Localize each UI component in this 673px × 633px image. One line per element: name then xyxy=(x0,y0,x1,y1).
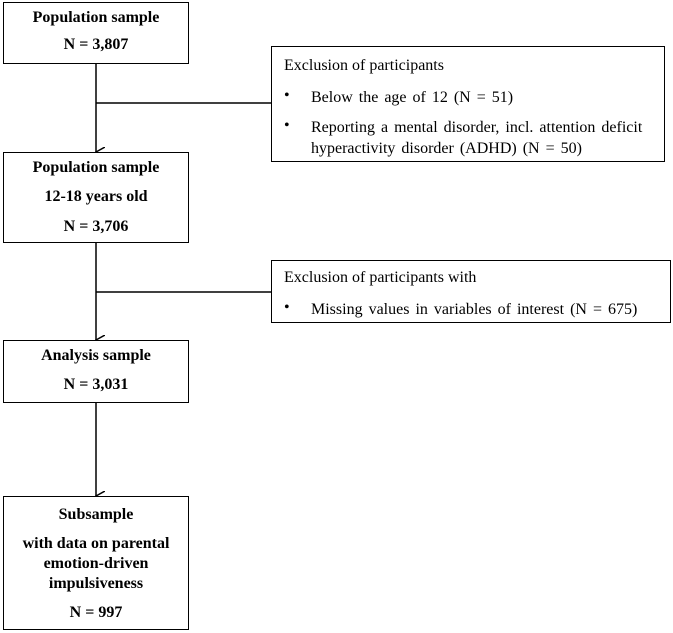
population-sample-count: N = 3,807 xyxy=(63,36,129,53)
age-filtered-sample-count: N = 3,706 xyxy=(63,218,129,235)
exclusion-item-text: Missing values in variables of interest … xyxy=(311,301,638,318)
exclusion-item-mental-disorder: • Reporting a mental disorder, incl. att… xyxy=(284,117,656,159)
age-filtered-sample-subtitle: 12-18 years old xyxy=(44,188,148,205)
analysis-sample-title: Analysis sample xyxy=(41,347,151,364)
exclusion-box-2: Exclusion of participants with • Missing… xyxy=(271,260,671,323)
analysis-sample-box: Analysis sample N = 3,031 xyxy=(3,340,189,403)
subsample-line-4: impulsiveness xyxy=(48,575,144,592)
exclusion-item-text: Below the age of 12 (N = 51) xyxy=(311,89,514,106)
exclusion-item-missing-values: • Missing values in variables of interes… xyxy=(284,299,662,320)
bullet-icon: • xyxy=(284,299,290,316)
age-filtered-sample-box: Population sample 12-18 years old N = 3,… xyxy=(3,152,189,243)
subsample-title: Subsample xyxy=(58,506,134,523)
age-filtered-sample-title: Population sample xyxy=(32,159,160,176)
population-sample-box: Population sample N = 3,807 xyxy=(3,2,189,64)
exclusion-box-1-heading: Exclusion of participants xyxy=(284,57,444,74)
subsample-count: N = 997 xyxy=(69,604,123,621)
exclusion-item-text: Reporting a mental disorder, incl. atten… xyxy=(311,119,643,157)
exclusion-box-2-heading: Exclusion of participants with xyxy=(284,269,477,286)
subsample-box: Subsample with data on parental emotion-… xyxy=(3,496,189,630)
bullet-icon: • xyxy=(284,87,290,104)
subsample-line-3: emotion-driven xyxy=(43,555,149,572)
analysis-sample-count: N = 3,031 xyxy=(63,376,129,393)
subsample-line-2: with data on parental xyxy=(22,535,170,552)
population-sample-title: Population sample xyxy=(32,9,160,26)
exclusion-item-below-age: • Below the age of 12 (N = 51) xyxy=(284,87,656,108)
bullet-icon: • xyxy=(284,117,290,134)
exclusion-box-1: Exclusion of participants • Below the ag… xyxy=(271,46,665,162)
